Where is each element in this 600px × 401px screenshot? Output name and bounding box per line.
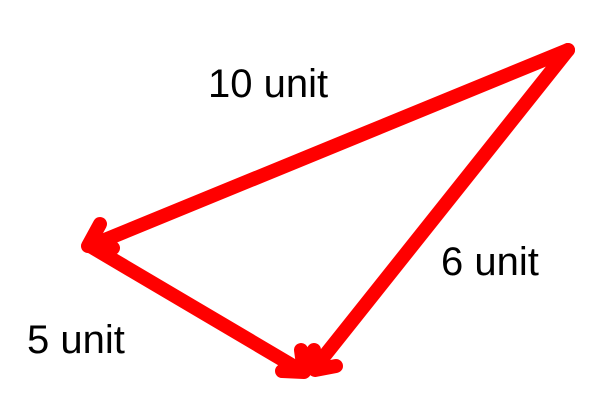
label-10-unit: 10 unit: [208, 62, 329, 106]
vector-5-unit: [83, 239, 307, 377]
vector-6-unit: [311, 43, 575, 371]
vector-10-unit: [83, 43, 575, 253]
arrowhead-bottom-second-icon: [307, 343, 343, 377]
label-6-unit: 6 unit: [441, 240, 539, 284]
arrowhead-bottom-icon: [275, 343, 311, 379]
label-5-unit: 5 unit: [27, 318, 125, 362]
